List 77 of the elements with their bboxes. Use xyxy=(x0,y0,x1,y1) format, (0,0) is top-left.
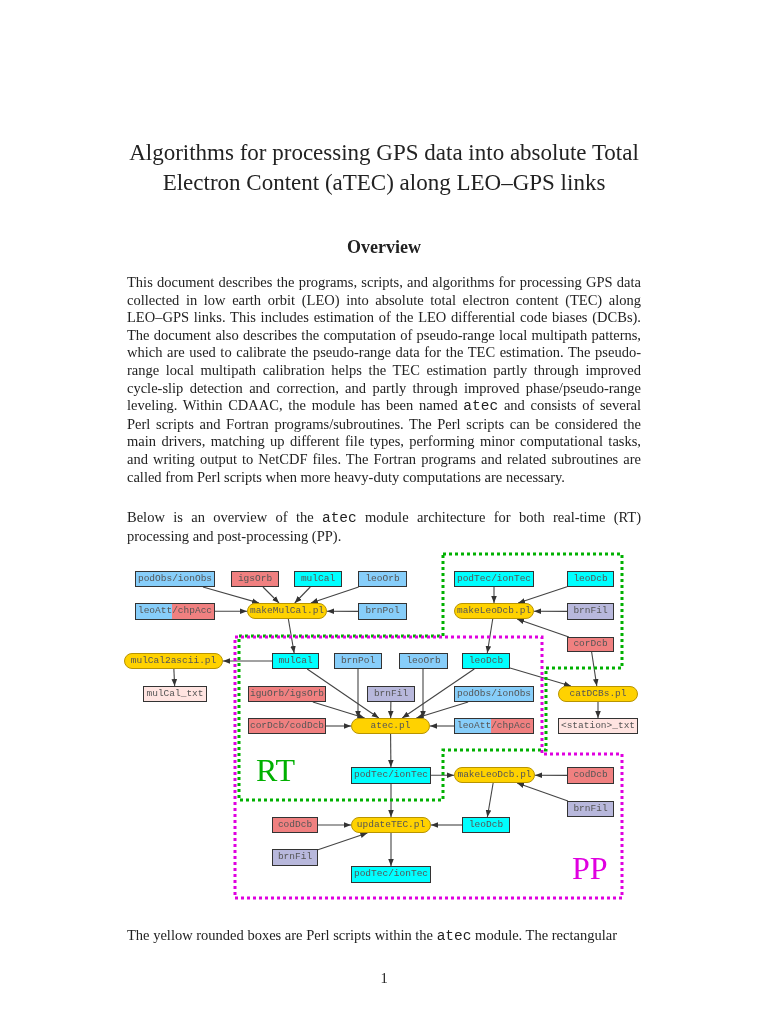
script-pill: makeLeoDcb.pl xyxy=(454,767,535,783)
file-box: brnFil xyxy=(367,686,415,702)
script-pill: atec.pl xyxy=(351,718,430,734)
file-box: leoDcb xyxy=(567,571,614,587)
arrow xyxy=(517,586,568,604)
section-heading: Overview xyxy=(346,236,422,259)
file-box: leoOrb xyxy=(358,571,407,587)
file-box: <station>_txt xyxy=(558,718,638,734)
arrow xyxy=(310,586,360,604)
arrow xyxy=(202,586,260,604)
arrow xyxy=(287,618,296,654)
arrow xyxy=(516,618,570,638)
arrow xyxy=(294,586,311,604)
arrow xyxy=(485,782,494,818)
arrow xyxy=(387,701,394,719)
title: Algorithms for processing GPS data into absolute Total Electron Content (aTEC) along LEO–GPS links xyxy=(128,139,640,197)
arrow xyxy=(388,783,394,818)
script-pill: updateTEC.pl xyxy=(351,817,431,833)
script-pill: makeLeoDcb.pl xyxy=(454,603,534,619)
file-box: leoDcb xyxy=(462,817,510,833)
arrow xyxy=(591,651,599,687)
region-label: PP xyxy=(572,852,608,884)
file-box: brnFil xyxy=(272,849,318,866)
script-pill: mulCal2ascii.pl xyxy=(124,653,223,669)
arrow xyxy=(325,723,352,729)
file-box: corDcb/codDcb xyxy=(248,718,326,734)
arrow xyxy=(415,701,469,719)
arrow xyxy=(388,733,394,768)
file-box: brnFil xyxy=(567,801,614,817)
arrow xyxy=(306,668,380,719)
file-box: codDcb xyxy=(567,767,614,784)
file-box: corDcb xyxy=(567,637,614,652)
arrow xyxy=(317,822,352,828)
file-box: leoOrb xyxy=(399,653,448,669)
file-box: mulCal_txt xyxy=(143,686,207,702)
file-box: brnPol xyxy=(334,653,382,669)
arrow xyxy=(355,668,361,719)
arrow xyxy=(317,832,368,851)
arrow xyxy=(430,822,463,828)
file-box: podTec/ionTec xyxy=(351,866,431,883)
page-number: 1 xyxy=(379,969,389,988)
arrow xyxy=(326,608,359,615)
file-box: iguOrb/igsOrb xyxy=(248,686,326,702)
file-box: leoDcb xyxy=(462,653,510,669)
arrow xyxy=(420,668,426,719)
file-box: podObs/ionObs xyxy=(135,571,215,587)
arrow xyxy=(388,832,394,867)
arrow xyxy=(171,668,178,687)
arrow xyxy=(401,668,475,719)
arrow xyxy=(485,618,494,654)
file-box: mulCal xyxy=(272,653,319,669)
arrow xyxy=(509,667,572,687)
file-box: mulCal xyxy=(294,571,342,587)
region-label: RT xyxy=(256,754,295,786)
file-box: brnPol xyxy=(358,603,407,620)
paragraph: Below is an overview of the atec module architecture for both real-time (RT) processing and post-processing (PP). xyxy=(127,509,641,546)
paragraph: This document describes the programs, scripts, and algorithms for processing GPS data collected in low earth orbit (LEO) into absolute total electron content (TEC) along LEO–GPS links. This includes estimation of the LEO differential code biases (DCBs). The document also describes the computation of pseudo-range local multipath patterns, which are used to calibrate the pseudo-range data for the TEC estimation. The pseudo-range local multipath calibration helps the TEC estimation partly through improved cycle-slip detection and correction, and partly through improved phase/pseudo-range leveling. Within CDAAC, the module has been named atec and consists of several Perl scripts and Fortran programs/subroutines. The Perl scripts can be considered the main drivers, matching up different file types, performing minor computational tasks, and writing output to NetCDF files. The Fortran programs and related subroutines are called from Perl scripts when more heavy-duty computations are necessary. xyxy=(127,274,641,487)
script-pill: catDCBs.pl xyxy=(558,686,638,702)
script-pill: makeMulCal.pl xyxy=(247,603,327,619)
file-box: brnFil xyxy=(567,603,614,620)
arrow xyxy=(312,701,366,719)
file-box: igsOrb xyxy=(231,571,279,587)
arrow xyxy=(262,586,280,604)
file-box: codDcb xyxy=(272,817,318,833)
arrow xyxy=(222,658,273,664)
arrow xyxy=(429,723,455,729)
arrow xyxy=(430,772,455,779)
arrow xyxy=(534,772,568,779)
paragraph: The yellow rounded boxes are Perl scripts within the atec module. The rectangular xyxy=(127,927,618,946)
file-box: podTec/ionTec xyxy=(454,571,534,587)
arrow xyxy=(214,608,248,614)
arrow xyxy=(595,701,601,719)
arrow xyxy=(516,782,569,802)
file-box: podObs/ionObs xyxy=(454,686,534,702)
arrow xyxy=(491,586,497,604)
file-box: podTec/ionTec xyxy=(351,767,431,784)
arrow xyxy=(533,608,568,615)
